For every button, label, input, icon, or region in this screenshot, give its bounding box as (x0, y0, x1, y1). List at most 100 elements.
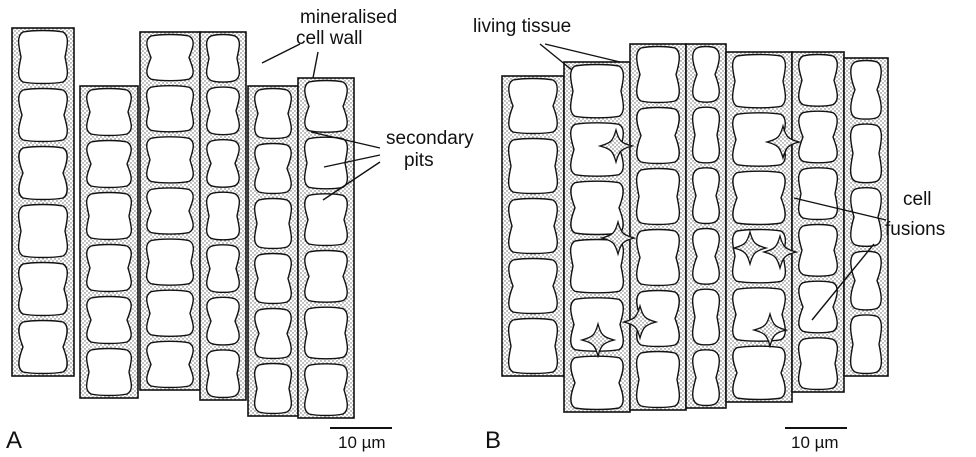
leader-mineralised-wall-2 (313, 52, 318, 78)
cell-lumen (799, 111, 837, 163)
cell-lumen (207, 350, 240, 398)
cell-lumen (799, 225, 838, 277)
cell-column (80, 86, 138, 398)
cell-lumen (305, 194, 348, 246)
cell-lumen (207, 192, 240, 240)
cell-lumen (255, 199, 292, 249)
cell-lumen (147, 137, 194, 183)
cell-lumen (851, 315, 882, 374)
cell-lumen (637, 352, 680, 408)
cell-lumen (693, 229, 719, 285)
cell-column (844, 58, 888, 376)
cell-lumen (509, 199, 558, 254)
cell-lumen (799, 281, 837, 333)
cell-lumen (637, 169, 680, 225)
cell-lumen (637, 230, 680, 286)
cell-lumen (19, 321, 67, 374)
cell-lumen (19, 89, 68, 142)
cell-column (792, 52, 844, 392)
cell-lumen (571, 65, 624, 118)
label-living-tissue: living tissue (473, 16, 571, 37)
cell-lumen (255, 144, 291, 194)
cell-column (200, 32, 246, 400)
cell-column (502, 76, 564, 376)
cell-lumen (851, 124, 882, 183)
cell-lumen (733, 55, 786, 108)
cell-column (726, 52, 792, 402)
cell-lumen (509, 79, 557, 134)
cell-lumen (19, 263, 68, 316)
leader-living-tissue-2 (540, 44, 572, 70)
cell-lumen (305, 251, 347, 303)
scale-label-a: 10 µm (338, 433, 386, 452)
label-mineralised: mineralised (300, 7, 397, 28)
cell-lumen (799, 55, 838, 107)
cell-lumen (305, 81, 347, 133)
cell-lumen (87, 297, 131, 344)
leader-mineralised-wall (262, 44, 300, 63)
cell-lumen (207, 35, 240, 83)
cell-column (630, 44, 686, 410)
cell-lumen (207, 87, 240, 135)
cell-columns (502, 44, 888, 412)
cell-lumen (693, 168, 720, 224)
cell-lumen (255, 254, 292, 304)
cell-lumen (147, 290, 194, 336)
cell-lumen (147, 188, 193, 234)
cell-lumen (509, 319, 558, 374)
cell-lumen (305, 307, 348, 359)
cell-lumen (87, 141, 131, 188)
cell-lumen (571, 181, 623, 234)
cell-lumen (305, 364, 348, 416)
panel-b: living tissue cell fusions B 10 µm (473, 16, 945, 454)
panel-letter-a: A (6, 427, 22, 454)
leader-living-tissue-1 (545, 44, 620, 62)
label-cell: cell (903, 189, 932, 210)
cell-lumen (87, 89, 132, 136)
cell-column (140, 32, 200, 390)
cell-column (12, 28, 74, 376)
label-pits: pits (404, 150, 434, 171)
cell-lumen (693, 289, 720, 345)
cell-lumen (19, 205, 68, 258)
cell-lumen (509, 139, 558, 194)
cell-lumen (255, 309, 291, 359)
cell-lumen (571, 356, 623, 409)
cell-column (686, 44, 726, 408)
cell-lumen (851, 61, 881, 120)
label-secondary: secondary (386, 128, 474, 149)
cell-lumen (509, 259, 557, 314)
cell-lumen (87, 245, 132, 292)
cell-lumen (147, 86, 194, 132)
cell-lumen (207, 245, 240, 293)
cell-lumen (147, 341, 193, 387)
cell-lumen (693, 47, 719, 103)
panel-letter-b: B (485, 427, 501, 454)
cell-lumen (693, 350, 720, 406)
cell-lumen (637, 108, 679, 164)
cell-lumen (255, 89, 292, 139)
cell-lumen (637, 47, 680, 103)
cell-column (248, 86, 298, 416)
cell-lumen (799, 168, 838, 220)
cell-lumen (851, 251, 881, 310)
cell-lumen (87, 193, 132, 240)
cell-lumen (851, 188, 882, 247)
cell-lumen (147, 35, 193, 81)
cell-lumen (733, 171, 785, 224)
cell-lumen (733, 346, 785, 399)
cell-lumen (147, 239, 194, 285)
cell-lumen (207, 297, 239, 345)
cell-lumen (87, 349, 132, 396)
cell-lumen (693, 107, 720, 163)
label-fusions: fusions (885, 219, 945, 240)
cell-lumen (799, 338, 838, 390)
cell-lumen (19, 31, 68, 84)
cell-lumen (255, 364, 292, 414)
cell-lumen (207, 140, 239, 188)
cell-columns (12, 28, 354, 418)
panel-a: mineralised cell wall secondary pits A 1… (6, 7, 474, 454)
scale-label-b: 10 µm (791, 433, 839, 452)
cell-lumen (19, 147, 67, 200)
